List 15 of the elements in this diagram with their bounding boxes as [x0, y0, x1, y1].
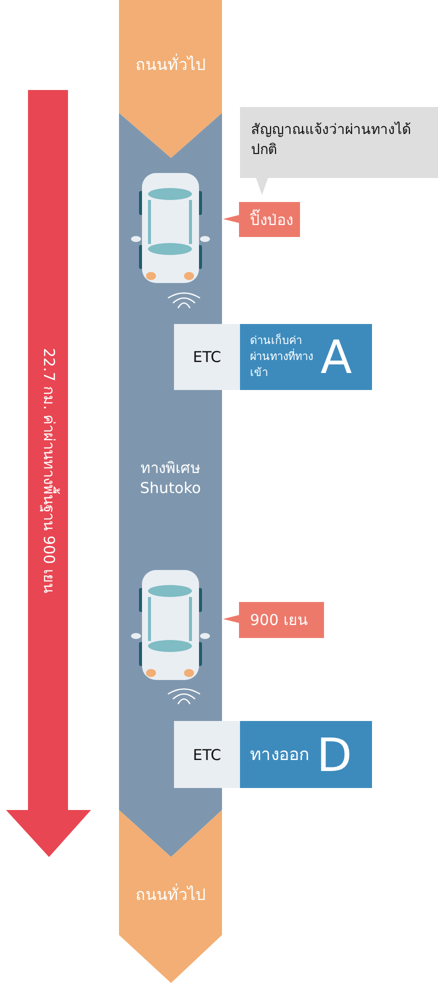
- bubble-text: สัญญาณแจ้งว่าผ่านทางได้ปกติ: [251, 120, 412, 160]
- callout-text: ปิ๊งป่อง: [250, 210, 293, 230]
- etc-panel: ETC: [174, 324, 240, 390]
- road-label: ถนนทั่วไป: [134, 55, 206, 75]
- callout-text: 900 เยน: [250, 610, 308, 630]
- road-label: ทางพิเศษ Shutoko: [139, 458, 202, 498]
- distance-label: 22.7 กม. ค่าผ่านทางพื้นฐาน 900 เยน: [39, 348, 59, 593]
- etc-panel: ETC: [174, 721, 240, 788]
- gate-text: ทางออก: [250, 744, 309, 766]
- gate-letter: A: [320, 332, 352, 382]
- gate-letter: D: [316, 730, 352, 780]
- gate-text: ด่านเก็บค่าผ่านทางที่ทางเข้า: [250, 333, 314, 381]
- toll-gate-panel: [240, 721, 372, 788]
- toll-gate-panel: [240, 324, 372, 390]
- road-label: ถนนทั่วไป: [134, 885, 206, 905]
